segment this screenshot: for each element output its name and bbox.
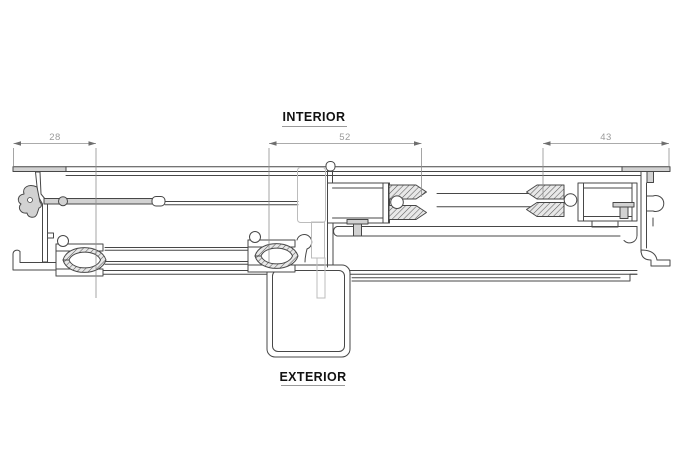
jamb-foot [640, 249, 671, 267]
glass-lines [104, 193, 534, 265]
glazing-gasket-left [55, 235, 107, 277]
fin-seal-bottom [388, 205, 427, 220]
glazing-clip-right [612, 202, 635, 208]
profile-drawing [12, 161, 671, 358]
interior-label: INTERIOR [283, 110, 346, 124]
sash-box-left [327, 182, 390, 224]
fin-seal-bottom [526, 202, 565, 217]
interlock-right-sash [526, 182, 638, 228]
dimension-43: 43 [600, 132, 612, 143]
dimensions: 28 52 43 [13, 132, 670, 298]
interlock-left-sash [388, 184, 427, 220]
dimension-28: 28 [49, 132, 61, 143]
rail-hook [623, 226, 638, 244]
dimension-52: 52 [339, 132, 351, 143]
left-frame-jamb [12, 171, 166, 271]
right-frame-jamb [640, 171, 671, 267]
fin-seal-top [526, 184, 565, 200]
track-lines [59, 166, 642, 282]
ghost-profile [297, 167, 326, 299]
zone-labels: INTERIOR EXTERIOR [279, 110, 347, 386]
exterior-square-tube [266, 264, 351, 358]
gasket-finger [296, 234, 313, 263]
bottom-rails [333, 219, 638, 244]
rail-clip [346, 219, 369, 225]
glazing-gasket-center [247, 231, 299, 273]
exterior-label: EXTERIOR [279, 370, 346, 384]
sash-nub [325, 161, 336, 172]
top-frame-profile [12, 166, 671, 183]
jamb-foot [12, 249, 61, 271]
jamb-knob [647, 195, 665, 212]
interlock-roller [390, 195, 404, 209]
centre-sash [325, 161, 390, 268]
interlock-roller [563, 193, 578, 207]
